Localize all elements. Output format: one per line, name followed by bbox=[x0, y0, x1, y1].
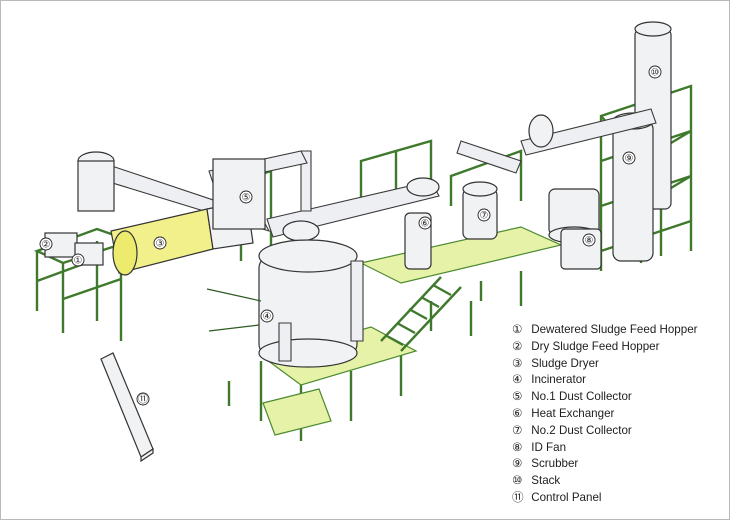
legend-label: No.2 Dust Collector bbox=[531, 423, 632, 437]
legend-item: ④ Incinerator bbox=[512, 371, 698, 388]
svg-text:⑦: ⑦ bbox=[480, 211, 489, 222]
svg-text:③: ③ bbox=[156, 239, 165, 250]
legend-number: ⑤ bbox=[512, 389, 523, 404]
legend-number: ⑩ bbox=[512, 473, 523, 488]
legend-item: ② Dry Sludge Feed Hopper bbox=[512, 338, 698, 355]
legend-item: ① Dewatered Sludge Feed Hopper bbox=[512, 321, 698, 338]
legend-number: ④ bbox=[512, 372, 523, 387]
legend-label: Dewatered Sludge Feed Hopper bbox=[531, 323, 698, 336]
legend-number: ⑧ bbox=[512, 439, 523, 454]
legend-label: Dry Sludge Feed Hopper bbox=[531, 339, 660, 353]
control-panel-drawing bbox=[100, 352, 154, 463]
stack-tower bbox=[599, 21, 693, 271]
legend-item: ⑨ Scrubber bbox=[512, 455, 698, 472]
svg-text:②: ② bbox=[42, 240, 51, 251]
legend-item: ⑥ Heat Exchanger bbox=[512, 405, 698, 422]
legend-number: ③ bbox=[512, 355, 523, 370]
legend-item: ③ Sludge Dryer bbox=[512, 355, 698, 372]
legend-label: Control Panel bbox=[531, 490, 602, 504]
svg-text:①: ① bbox=[74, 256, 83, 267]
legend-number: ⑥ bbox=[512, 405, 523, 420]
legend-number: ⑨ bbox=[512, 456, 523, 471]
legend-item: ⑪ Control Panel bbox=[512, 489, 698, 506]
legend-label: Sludge Dryer bbox=[531, 356, 599, 370]
callout-3: ③ bbox=[153, 236, 167, 250]
legend-number: ② bbox=[512, 338, 523, 353]
legend-label: Incinerator bbox=[531, 373, 587, 387]
access-stairs bbox=[262, 388, 332, 436]
callout-9: ⑨ bbox=[622, 151, 636, 165]
callout-2: ② bbox=[39, 237, 53, 251]
legend-label: No.1 Dust Collector bbox=[531, 390, 632, 404]
legend-number: ① bbox=[512, 322, 523, 336]
legend-item: ⑤ No.1 Dust Collector bbox=[512, 388, 698, 405]
legend-item: ⑦ No.2 Dust Collector bbox=[512, 422, 698, 439]
svg-text:⑪: ⑪ bbox=[138, 394, 148, 406]
svg-text:⑩: ⑩ bbox=[651, 68, 660, 79]
equipment-legend: ① Dewatered Sludge Feed Hopper ② Dry Slu… bbox=[512, 321, 698, 506]
callout-8: ⑧ bbox=[582, 233, 596, 247]
callout-11: ⑪ bbox=[136, 392, 150, 406]
incinerator bbox=[206, 239, 364, 368]
legend-number: ⑪ bbox=[512, 489, 524, 504]
legend-item: ⑧ ID Fan bbox=[512, 439, 698, 456]
callout-4: ④ bbox=[260, 309, 274, 323]
callout-1: ① bbox=[71, 253, 85, 267]
legend-item: ⑩ Stack bbox=[512, 472, 698, 489]
upper-walkway bbox=[359, 226, 563, 284]
svg-text:⑥: ⑥ bbox=[421, 219, 430, 230]
callout-5: ⑤ bbox=[239, 190, 253, 204]
svg-text:⑤: ⑤ bbox=[242, 193, 251, 204]
svg-text:⑧: ⑧ bbox=[585, 236, 594, 247]
svg-text:⑨: ⑨ bbox=[625, 154, 634, 165]
legend-label: Stack bbox=[531, 474, 561, 488]
callout-7: ⑦ bbox=[477, 208, 491, 222]
legend-label: Heat Exchanger bbox=[531, 406, 615, 420]
legend-label: Scrubber bbox=[531, 457, 579, 471]
legend-label: ID Fan bbox=[531, 440, 567, 454]
svg-text:④: ④ bbox=[263, 312, 272, 323]
legend-number: ⑦ bbox=[512, 422, 523, 437]
steel-structure bbox=[33, 139, 563, 441]
callout-6: ⑥ bbox=[418, 216, 432, 230]
callout-10: ⑩ bbox=[648, 65, 662, 79]
